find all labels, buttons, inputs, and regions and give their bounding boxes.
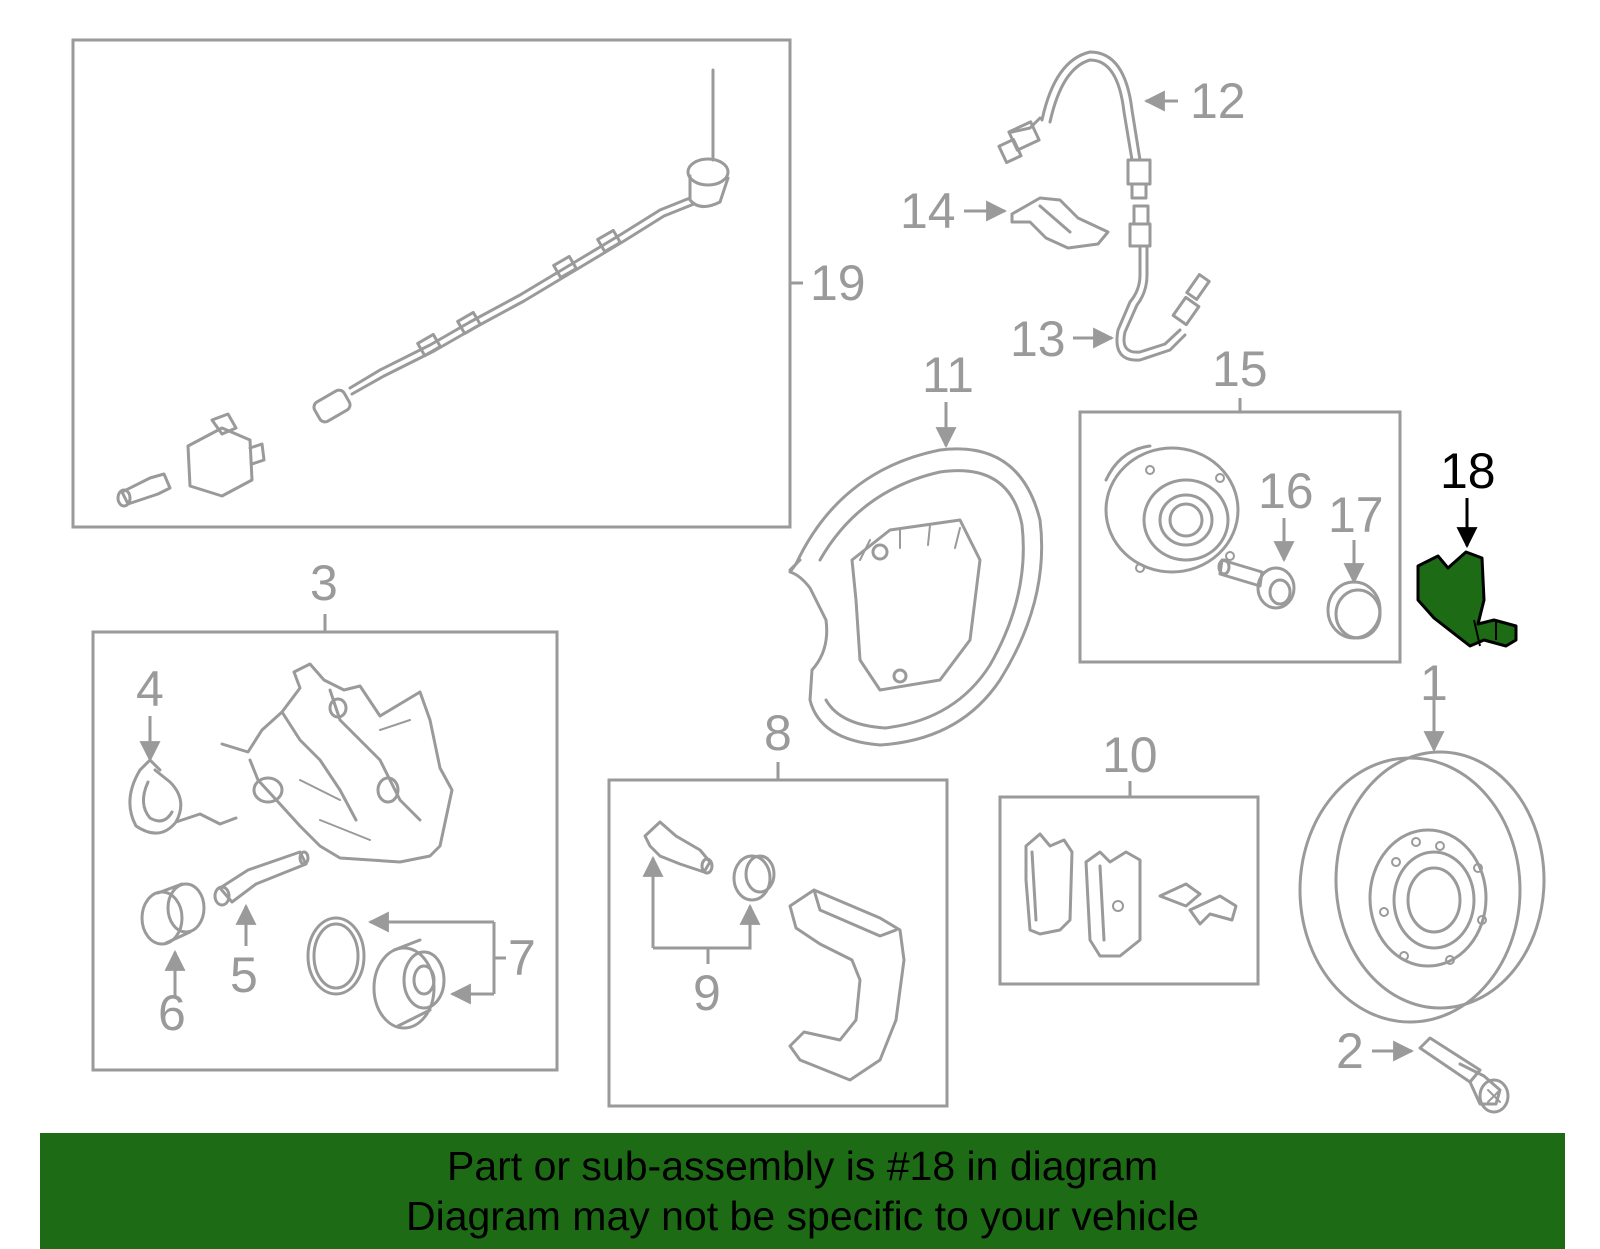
info-banner: Part or sub-assembly is #18 in diagram D…	[40, 1133, 1565, 1249]
part-4-caliper-spring: 4	[128, 661, 238, 835]
callout-5: 5	[230, 947, 258, 1003]
callout-3: 3	[310, 555, 338, 611]
callout-19: 19	[810, 255, 866, 311]
part-16-hub-bolt: 16	[1217, 463, 1314, 610]
part-13-brake-line: 13	[1010, 204, 1211, 367]
part-7-piston-seal: 7	[306, 918, 536, 1030]
callout-11: 11	[922, 347, 974, 403]
part-1-brake-rotor: 1	[1298, 655, 1546, 1024]
callout-15: 15	[1212, 341, 1268, 397]
callout-14: 14	[900, 183, 956, 239]
callout-4: 4	[136, 661, 164, 717]
callout-12: 12	[1190, 73, 1246, 129]
part-10-brake-pads: 10	[998, 727, 1260, 986]
callout-18: 18	[1440, 443, 1496, 499]
part-15-hub-assembly: 15	[1078, 341, 1402, 664]
part-6-guide-bushing: 6	[140, 882, 206, 1041]
callout-7: 7	[508, 930, 536, 986]
part-17-dust-cap: 17	[1326, 487, 1384, 640]
part-14-hose-clip: 14	[900, 183, 1110, 250]
banner-line-part: Part or sub-assembly is #18 in diagram	[447, 1143, 1158, 1189]
part-5-bleeder-screw: 5	[213, 850, 310, 1003]
part-19-abs-sensor-cable: 19	[71, 38, 866, 529]
callout-1: 1	[1420, 655, 1448, 711]
callout-13: 13	[1010, 311, 1066, 367]
callout-17: 17	[1328, 487, 1384, 543]
part-11-splash-shield: 11	[788, 347, 1044, 747]
callout-10: 10	[1102, 727, 1158, 783]
callout-2: 2	[1336, 1023, 1364, 1079]
part-2-rotor-screw: 2	[1336, 1023, 1510, 1114]
banner-line-disclaimer: Diagram may not be specific to your vehi…	[405, 1193, 1199, 1239]
sensor-body-highlight	[1416, 550, 1518, 648]
part-8-caliper-bracket: 8 9	[607, 705, 949, 1108]
callout-6: 6	[158, 985, 186, 1041]
part-3-caliper-assembly: 3	[91, 555, 559, 1072]
callout-16: 16	[1258, 463, 1314, 519]
group-19-box	[71, 38, 792, 529]
callout-8: 8	[764, 705, 792, 761]
part-18-wheel-speed-sensor: 18	[1416, 443, 1518, 648]
part-12-brake-hose: 12	[997, 50, 1246, 200]
group-8-box	[607, 778, 949, 1108]
group-10-box	[998, 795, 1260, 986]
callout-9: 9	[693, 965, 721, 1021]
